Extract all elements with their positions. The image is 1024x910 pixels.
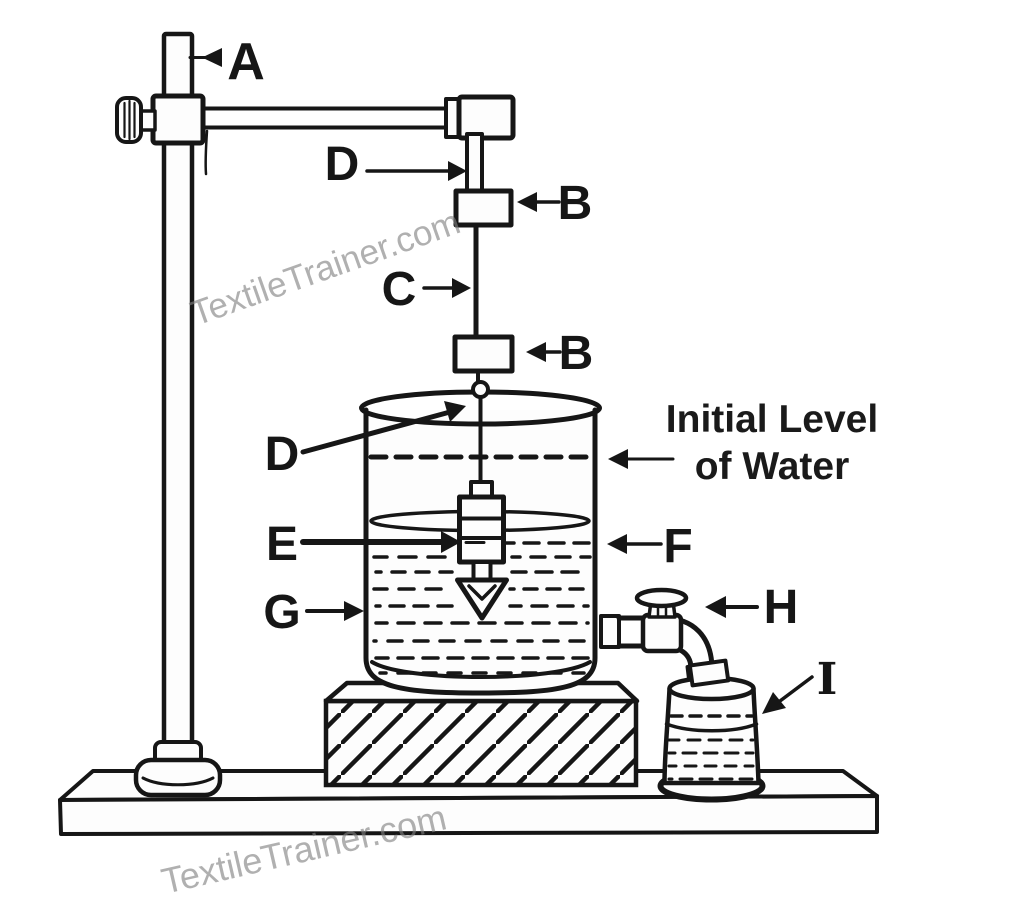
plummet-cone-chevron [467, 584, 497, 601]
label-h-arrowhead [705, 596, 726, 618]
stand-foot [133, 757, 223, 798]
retort-stand [115, 31, 516, 798]
watermark-upper: TextileTrainer.com [186, 202, 465, 333]
beaker-bottom-rim [370, 660, 592, 679]
label-a: A [227, 33, 265, 91]
collecting-bottle [657, 661, 766, 803]
label-h: H [764, 581, 799, 634]
arm-end-block [456, 94, 516, 141]
label-d-lower-arrowhead [444, 401, 466, 422]
label-b-lower: B [559, 327, 594, 380]
clamp-lower-block [452, 334, 515, 374]
hook-rod-upper [465, 132, 484, 194]
initial-level-text-line2: of Water [695, 445, 850, 488]
label-d-upper: D [325, 138, 360, 191]
label-c: C [382, 263, 417, 316]
label-d-upper-arrowhead [448, 161, 467, 181]
tap-collar [599, 614, 621, 649]
label-d-lower: D [265, 428, 300, 481]
hanger-assembly [452, 132, 515, 486]
label-f-arrowhead [607, 534, 627, 554]
support-block-front [323, 698, 639, 788]
label-i: I [817, 654, 838, 705]
bottle-water-dashes [667, 738, 755, 781]
support-block [323, 680, 640, 788]
label-i-arrow-line [774, 675, 814, 706]
label-a-arrowhead [202, 48, 222, 67]
plummet [455, 480, 509, 621]
tap-valve-body [640, 612, 684, 654]
label-e-arrowhead [441, 531, 461, 553]
hook-ring [471, 380, 490, 399]
label-f: F [663, 520, 692, 573]
beaker-water-dashes [372, 541, 592, 675]
tap [599, 587, 731, 688]
label-b-upper: B [558, 177, 593, 230]
bottle-water-surface [664, 722, 759, 733]
label-g: G [263, 586, 300, 639]
plummet-body [457, 494, 506, 565]
stand-foot-line [141, 776, 215, 787]
base-board-front [58, 794, 879, 836]
label-b-lower-arrowhead [526, 342, 546, 362]
clamp-upper-block [453, 188, 514, 228]
clamp-block [150, 93, 206, 146]
bottle-body [662, 686, 761, 786]
label-e: E [266, 518, 298, 571]
tap-nozzle [687, 658, 731, 688]
label-d-lower-arrow-line [300, 409, 453, 455]
sketch-line [204, 129, 209, 176]
label-g-arrowhead [344, 601, 364, 621]
plummet-neck [471, 560, 493, 582]
label-i-arrowhead [762, 692, 786, 714]
label-b-upper-arrowhead [517, 192, 537, 212]
callouts: A D B C B D E G F H [188, 33, 878, 714]
tap-handle [634, 587, 689, 609]
label-c-arrowhead [452, 278, 471, 298]
initial-level-text-line1: Initial Level [666, 398, 878, 441]
initial-level-arrowhead [608, 449, 628, 469]
